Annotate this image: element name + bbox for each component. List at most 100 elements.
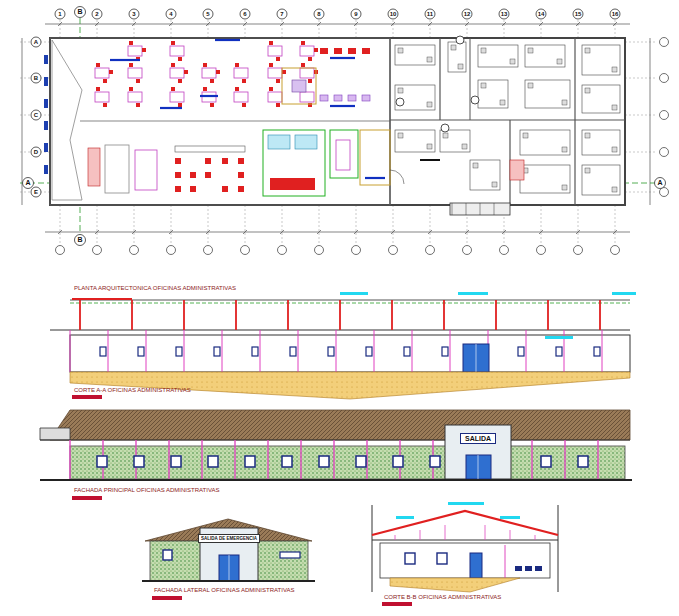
chair <box>235 63 239 67</box>
desk <box>202 68 216 78</box>
column-line <box>597 440 598 479</box>
chair <box>320 48 328 54</box>
view-title: CORTE A-A OFICINAS ADMINISTRATIVAS <box>74 387 191 394</box>
chair <box>205 158 211 164</box>
grid-bubble <box>93 246 102 255</box>
window <box>319 456 329 467</box>
ground-line <box>142 580 315 582</box>
grid-axis <box>171 20 172 38</box>
chair <box>216 70 220 74</box>
column-line <box>222 330 223 372</box>
desk <box>95 68 109 78</box>
dimension-tick <box>243 22 247 26</box>
sign-text: SALIDA DE EMERGENCIA <box>201 536 257 541</box>
meeting-room <box>263 130 325 196</box>
grid-axis <box>208 205 209 245</box>
grid-number: 12 <box>464 11 471 18</box>
desk <box>170 92 184 102</box>
grid-letter: D <box>34 149 38 156</box>
roof-edge <box>40 439 630 440</box>
view-title: CORTE B-B OFICINAS ADMINISTRATIVAS <box>384 594 501 601</box>
label-bubble <box>610 9 620 19</box>
dimension-tick <box>95 230 99 234</box>
window <box>578 456 588 467</box>
callout-bar <box>396 516 414 519</box>
column-line <box>374 330 375 372</box>
grid-axis <box>393 20 394 38</box>
chair <box>334 95 342 101</box>
interior-wall <box>390 119 625 120</box>
dimension-tick <box>613 22 617 26</box>
grid-axis <box>208 20 209 38</box>
grid-bubble <box>660 38 669 47</box>
chair <box>612 67 617 72</box>
window <box>328 347 334 356</box>
door-marker <box>456 36 464 44</box>
dimension-line <box>22 38 23 205</box>
chair <box>129 63 133 67</box>
chair <box>171 41 175 45</box>
chair <box>528 48 533 53</box>
roof-post <box>131 300 133 330</box>
seat <box>525 566 532 571</box>
chair <box>178 79 182 83</box>
section-wall <box>70 335 630 372</box>
grid-number: 3 <box>132 11 135 18</box>
window <box>430 456 440 467</box>
title-bar <box>72 496 102 500</box>
chair <box>473 163 478 168</box>
label-bubble <box>75 235 86 246</box>
chair <box>269 87 273 91</box>
chair <box>301 63 305 67</box>
door-marker <box>441 124 449 132</box>
chair <box>308 79 312 83</box>
chair <box>398 133 403 138</box>
grid-axis <box>245 20 246 38</box>
label-bubble <box>462 9 472 19</box>
grid-axis <box>578 205 579 245</box>
window <box>594 347 600 356</box>
window <box>405 553 415 564</box>
grid-bubble <box>660 111 669 120</box>
entrance-steps <box>450 203 510 215</box>
label-bubble <box>75 7 86 18</box>
desk <box>300 92 314 102</box>
window <box>541 456 551 467</box>
truss-member <box>510 530 511 540</box>
dimension-tick <box>465 230 469 234</box>
roof-post <box>287 300 289 330</box>
column-line <box>234 440 235 479</box>
window <box>366 347 372 356</box>
chair <box>238 186 244 192</box>
exit-sign: SALIDA <box>460 433 496 444</box>
label-bubble <box>351 9 361 19</box>
desk <box>268 68 282 78</box>
furniture-bar <box>330 57 355 59</box>
grid-number: 9 <box>354 11 357 18</box>
column-line <box>184 330 185 372</box>
callout-bar <box>340 292 368 295</box>
desk <box>300 68 314 78</box>
chair <box>129 87 133 91</box>
grid-axis <box>282 205 283 245</box>
roof-post <box>79 300 81 330</box>
chair <box>242 79 246 83</box>
door-marker <box>471 96 479 104</box>
grid-number: 7 <box>280 11 283 18</box>
dimension-tick <box>391 230 395 234</box>
grid-letter: A <box>34 39 38 46</box>
grid-bubble <box>611 246 620 255</box>
label-bubble <box>573 9 583 19</box>
door-split <box>478 455 479 479</box>
truss-member <box>485 525 486 540</box>
label-bubble <box>166 9 176 19</box>
chair <box>171 87 175 91</box>
window <box>282 456 292 467</box>
office-furniture <box>520 130 570 155</box>
column <box>44 121 48 130</box>
step-line <box>494 203 495 215</box>
section-marker: B <box>77 236 82 244</box>
dimension-tick <box>576 22 580 26</box>
label-bubble <box>31 147 41 157</box>
chair <box>500 100 505 105</box>
